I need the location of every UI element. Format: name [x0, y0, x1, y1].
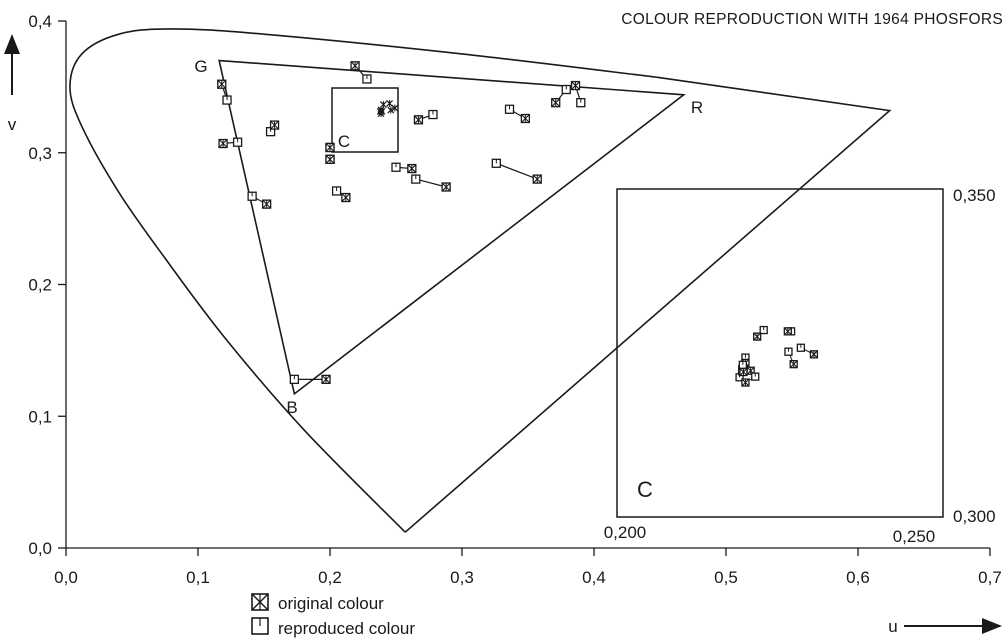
reproduced-colour-point	[289, 374, 300, 385]
x-axis-ticks: 0,0 0,1 0,2 0,3 0,4 0,5 0,6 0,7	[54, 548, 1002, 587]
original-colour-point	[341, 192, 351, 203]
zoom-v-max-label: 0,350	[953, 186, 996, 205]
original-colour-point	[407, 163, 417, 174]
reproduced-colour-point	[561, 84, 571, 95]
gamut-vertex-labels: G R B	[194, 57, 703, 417]
original-colour-point	[269, 120, 280, 130]
reproduced-colour-point	[504, 104, 515, 114]
original-colour-point	[325, 154, 335, 164]
y-axis-label: v	[3, 34, 20, 134]
y-tick-label: 0,0	[28, 539, 52, 558]
original-colour-point	[570, 80, 581, 91]
legend: original colour reproduced colour	[251, 593, 415, 638]
zoom-inset-box	[616, 188, 944, 518]
reproduced-colour-point	[232, 137, 243, 147]
x-tick-label: 0,6	[846, 568, 870, 587]
original-colour-point	[350, 61, 360, 71]
x-tick-label: 0,7	[978, 568, 1002, 587]
zoom-reproduced-colour-point	[759, 325, 768, 335]
original-colour-point	[261, 199, 272, 209]
zoom-original-colour-point	[739, 367, 748, 377]
reproduced-colour-point	[391, 162, 401, 172]
white-cluster-mark	[391, 104, 399, 112]
original-colour-point	[520, 113, 531, 124]
zoom-colour-pairs	[735, 325, 819, 387]
y-tick-label: 0,1	[28, 407, 52, 426]
white-cluster-mark	[386, 99, 394, 107]
pair-connector	[496, 162, 538, 180]
spectral-locus-curve	[69, 28, 892, 533]
legend-original-label: original colour	[278, 594, 384, 613]
x-tick-label: 0,2	[318, 568, 342, 587]
y-axis-label-text: v	[8, 115, 17, 134]
zoom-v-min-label: 0,300	[953, 507, 996, 526]
x-tick-label: 0,3	[450, 568, 474, 587]
zoom-reproduced-colour-point	[796, 343, 806, 352]
x-axis-label: u	[888, 617, 1002, 636]
white-point-cluster	[376, 99, 399, 118]
zoom-original-colour-point	[789, 360, 798, 369]
white-point-label: C	[338, 132, 350, 151]
zoom-original-colour-point	[809, 350, 819, 359]
zoom-u-max-label: 0,250	[893, 527, 936, 546]
y-tick-label: 0,2	[28, 276, 52, 295]
x-tick-label: 0,4	[582, 568, 606, 587]
reproduced-colour-point	[576, 98, 586, 108]
pair-connector	[415, 178, 447, 188]
white-cluster-mark	[377, 108, 385, 116]
zoom-reproduced-colour-point	[751, 372, 760, 381]
reproduced-colour-point	[331, 186, 342, 196]
x-tick-label: 0,5	[714, 568, 738, 587]
x-axis-label-text: u	[888, 617, 897, 636]
vertex-label-g: G	[194, 57, 207, 76]
zoom-original-colour-point	[741, 378, 750, 387]
white-point-box	[331, 87, 399, 153]
axes	[65, 21, 990, 549]
reproduced-colour-point	[222, 95, 232, 105]
reproduced-colour-point	[411, 174, 421, 184]
original-colour-point	[413, 115, 424, 125]
zoom-original-colour-point	[783, 327, 792, 336]
legend-reproduced-label: reproduced colour	[278, 619, 415, 638]
original-colour-point	[325, 142, 335, 153]
zoom-reproduced-colour-point	[738, 360, 747, 369]
original-colour-point	[441, 182, 451, 192]
colour-pairs	[217, 61, 586, 385]
y-axis-ticks: 0,0 0,1 0,2 0,3 0,4	[28, 12, 66, 558]
x-tick-label: 0,0	[54, 568, 78, 587]
zoom-reproduced-colour-point	[784, 347, 793, 356]
legend-original-symbol	[251, 593, 269, 611]
reproduced-colour-point	[428, 109, 438, 120]
y-tick-label: 0,3	[28, 144, 52, 163]
zoom-inset-label: C	[637, 477, 653, 502]
x-tick-label: 0,1	[186, 568, 210, 587]
zoom-original-colour-point	[753, 332, 762, 341]
legend-reproduced-symbol	[251, 617, 269, 635]
reproduced-colour-point	[247, 191, 257, 201]
white-cluster-mark	[387, 106, 395, 114]
chart-title: COLOUR REPRODUCTION WITH 1964 PHOSFORS	[621, 11, 1003, 28]
zoom-u-min-label: 0,200	[604, 523, 647, 542]
vertex-label-b: B	[286, 398, 297, 417]
original-colour-point	[321, 374, 331, 385]
reproduced-colour-point	[491, 158, 501, 168]
phosphor-gamut-triangle	[218, 59, 686, 396]
original-colour-point	[217, 79, 227, 89]
y-tick-label: 0,4	[28, 12, 52, 31]
reproduced-colour-point	[362, 74, 372, 84]
original-colour-point	[218, 138, 228, 149]
original-colour-point	[532, 174, 542, 184]
vertex-label-r: R	[691, 98, 703, 117]
original-colour-point	[551, 98, 561, 108]
